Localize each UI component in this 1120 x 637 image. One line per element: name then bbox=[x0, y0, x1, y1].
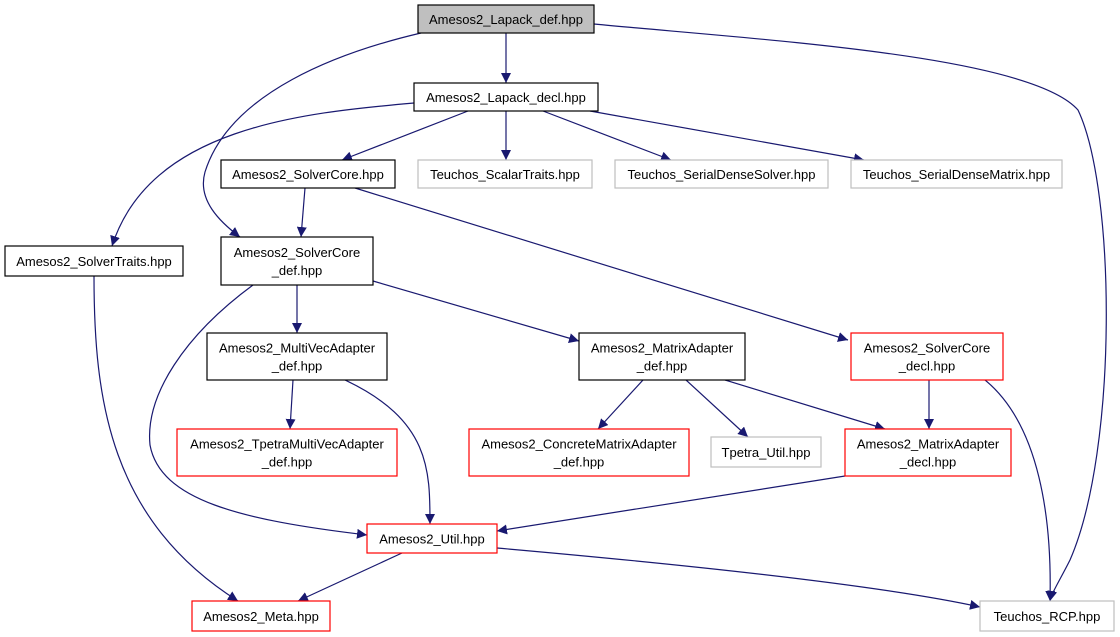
node-label-line: _def.hpp bbox=[261, 455, 313, 470]
edge-lapack-def-to-rcp bbox=[593, 23, 1107, 602]
node-tpetra-util: Tpetra_Util.hpp bbox=[710, 436, 822, 468]
edge-util-to-rcp bbox=[496, 547, 981, 610]
node-label-line: _def.hpp bbox=[553, 455, 605, 470]
edge-solvercore-to-solvercore-decl bbox=[354, 187, 849, 342]
node-multivecadapter-def[interactable]: Amesos2_MultiVecAdapter _def.hpp bbox=[206, 332, 388, 381]
node-label-line: Amesos2_TpetraMultiVecAdapter bbox=[190, 437, 384, 452]
node-box bbox=[220, 236, 374, 286]
node-meta[interactable]: Amesos2_Meta.hpp bbox=[191, 600, 331, 632]
node-label-line: _def.hpp bbox=[271, 359, 323, 374]
node-label-line: _decl.hpp bbox=[898, 359, 955, 374]
node-label-line: Teuchos_SerialDenseMatrix.hpp bbox=[863, 167, 1050, 182]
node-box bbox=[844, 428, 1012, 477]
node-solvercore-def[interactable]: Amesos2_SolverCore _def.hpp bbox=[220, 236, 374, 286]
edge-lapack-decl-to-serialdensesolver bbox=[542, 110, 672, 162]
node-box bbox=[191, 600, 331, 632]
node-label-line: Teuchos_ScalarTraits.hpp bbox=[430, 167, 580, 182]
node-label-line: Teuchos_RCP.hpp bbox=[994, 609, 1101, 624]
node-box bbox=[850, 332, 1004, 381]
edge-solvercore-to-solvercore-def bbox=[296, 187, 307, 238]
node-lapack-def[interactable]: Amesos2_Lapack_def.hpp bbox=[417, 4, 595, 34]
edge-lapack-decl-to-solvertraits bbox=[110, 102, 415, 247]
node-box bbox=[417, 4, 595, 34]
node-box bbox=[413, 82, 599, 112]
node-box bbox=[614, 159, 829, 189]
edge-solvercore-decl-to-rcp bbox=[984, 379, 1056, 602]
node-concretematrixadapter-def[interactable]: Amesos2_ConcreteMatrixAdapter _def.hpp bbox=[468, 428, 690, 477]
node-box bbox=[468, 428, 690, 477]
node-serialdensematrix: Teuchos_SerialDenseMatrix.hpp bbox=[850, 159, 1063, 189]
node-box bbox=[366, 523, 498, 554]
node-label-line: _decl.hpp bbox=[899, 455, 956, 470]
node-lapack-decl[interactable]: Amesos2_Lapack_decl.hpp bbox=[413, 82, 599, 112]
node-label-line: _def.hpp bbox=[271, 263, 323, 278]
node-box bbox=[850, 159, 1063, 189]
edge-matrixadapter-def-to-matrixadapter-decl bbox=[724, 379, 886, 431]
node-solvertraits[interactable]: Amesos2_SolverTraits.hpp bbox=[4, 245, 184, 277]
edge-solvercore-def-to-util bbox=[148, 284, 368, 539]
node-serialdensesolver: Teuchos_SerialDenseSolver.hpp bbox=[614, 159, 829, 189]
node-box bbox=[417, 159, 593, 189]
node-box bbox=[206, 332, 388, 381]
node-rcp: Teuchos_RCP.hpp bbox=[979, 600, 1115, 632]
node-box bbox=[710, 436, 822, 468]
node-scalartraits: Teuchos_ScalarTraits.hpp bbox=[417, 159, 593, 189]
edges-layer bbox=[93, 23, 1107, 610]
edge-util-to-meta bbox=[297, 552, 403, 602]
node-label-line: Amesos2_ConcreteMatrixAdapter bbox=[481, 437, 677, 452]
node-label-line: _def.hpp bbox=[636, 359, 688, 374]
node-label-line: Teuchos_SerialDenseSolver.hpp bbox=[628, 167, 816, 182]
node-label-line: Amesos2_MatrixAdapter bbox=[591, 341, 734, 356]
edge-matrixadapter-decl-to-util bbox=[496, 475, 846, 535]
node-label-line: Amesos2_SolverTraits.hpp bbox=[16, 254, 172, 269]
node-label-line: Amesos2_MatrixAdapter bbox=[857, 437, 1000, 452]
node-label-line: Amesos2_Meta.hpp bbox=[203, 609, 319, 624]
node-label-line: Amesos2_MultiVecAdapter bbox=[219, 341, 376, 356]
node-label-line: Amesos2_Lapack_decl.hpp bbox=[426, 90, 586, 105]
node-box bbox=[4, 245, 184, 277]
node-label-line: Amesos2_Util.hpp bbox=[379, 532, 485, 547]
node-label-line: Tpetra_Util.hpp bbox=[722, 445, 811, 460]
edge-solvercore-def-to-matrixadapter-def bbox=[372, 280, 580, 344]
node-label-line: Amesos2_SolverCore bbox=[864, 341, 990, 356]
edge-lapack-decl-to-solvercore bbox=[341, 110, 469, 162]
edge-matrixadapter-def-to-concretematrixadapter-def bbox=[597, 379, 644, 430]
edge-lapack-def-to-solvercore-def bbox=[202, 32, 422, 238]
node-box bbox=[578, 332, 746, 381]
edge-lapack-decl-to-serialdensematrix bbox=[589, 110, 865, 164]
node-box bbox=[176, 428, 398, 477]
node-box bbox=[220, 159, 396, 189]
edge-matrixadapter-def-to-tpetra-util bbox=[685, 379, 749, 438]
node-matrixadapter-def[interactable]: Amesos2_MatrixAdapter _def.hpp bbox=[578, 332, 746, 381]
node-box bbox=[979, 600, 1115, 632]
nodes-layer: Amesos2_Lapack_def.hppAmesos2_Lapack_dec… bbox=[4, 4, 1115, 632]
edge-solvertraits-to-meta bbox=[93, 275, 239, 602]
node-tpetramultivecadapter-def[interactable]: Amesos2_TpetraMultiVecAdapter _def.hpp bbox=[176, 428, 398, 477]
node-label-line: Amesos2_Lapack_def.hpp bbox=[429, 12, 583, 27]
node-label-line: Amesos2_SolverCore bbox=[234, 245, 360, 260]
node-label-line: Amesos2_SolverCore.hpp bbox=[232, 167, 384, 182]
edge-multivecadapter-def-to-tpetramultivecadapter-def bbox=[285, 379, 296, 430]
edge-multivecadapter-def-to-util bbox=[344, 379, 435, 525]
node-solvercore[interactable]: Amesos2_SolverCore.hpp bbox=[220, 159, 396, 189]
node-matrixadapter-decl[interactable]: Amesos2_MatrixAdapter _decl.hpp bbox=[844, 428, 1012, 477]
node-util[interactable]: Amesos2_Util.hpp bbox=[366, 523, 498, 554]
node-solvercore-decl[interactable]: Amesos2_SolverCore _decl.hpp bbox=[850, 332, 1004, 381]
